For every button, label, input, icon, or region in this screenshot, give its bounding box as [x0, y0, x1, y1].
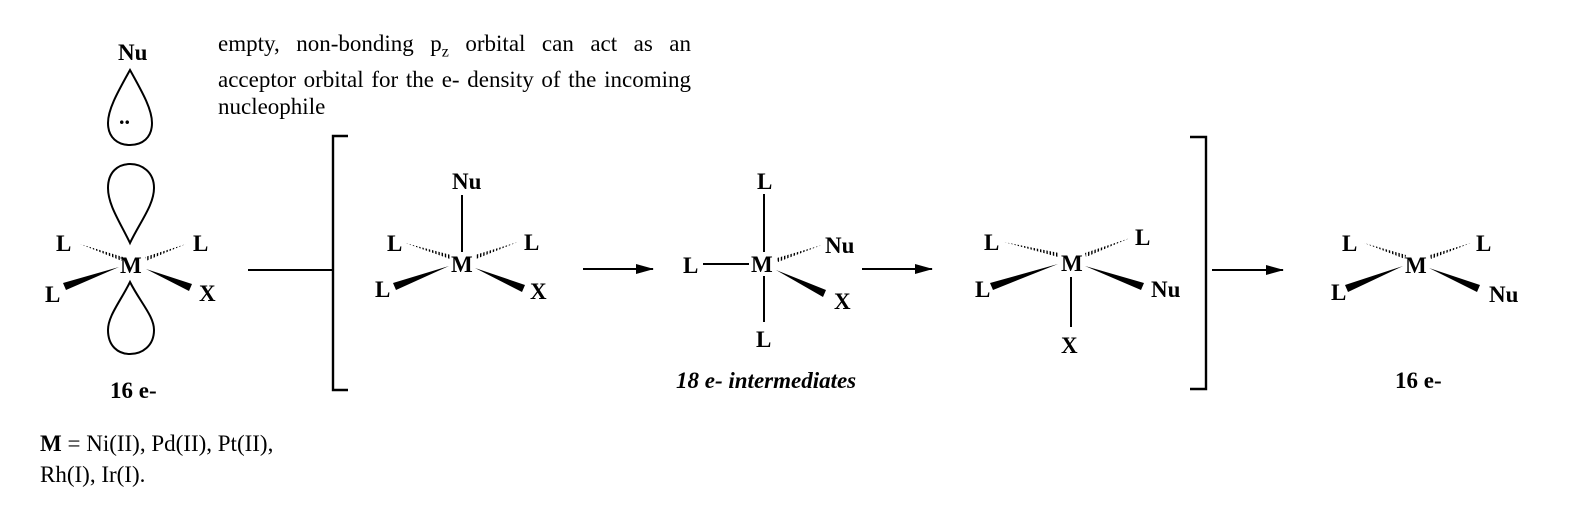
- ligand-label: L: [683, 253, 698, 278]
- equals-sign: =: [61, 431, 87, 456]
- ligand-label: L: [1342, 231, 1357, 256]
- metal-center: M: [1405, 253, 1427, 278]
- pz-orbital-annotation: empty, non-bonding pz orbital can act as…: [218, 30, 691, 120]
- structure-nu-approach: Nu M L L L X: [375, 169, 547, 304]
- nucleophile-label: Nu: [118, 40, 148, 65]
- nucleophile-label: Nu: [1489, 282, 1519, 307]
- leaving-group-label: X: [834, 289, 851, 314]
- annotation-subscript: z: [441, 43, 449, 61]
- ligand-label: L: [757, 169, 772, 194]
- intermediates-label: 18 e- intermediates: [676, 368, 856, 393]
- bracket-right: [1190, 135, 1208, 391]
- metal-symbol: M: [40, 431, 62, 456]
- structure-trigonal-bipyramid: L M L Nu X L 18 e- intermediates: [676, 169, 856, 393]
- ligand-label: L: [387, 231, 402, 256]
- nucleophile-lobe: [106, 67, 154, 147]
- pz-orbital-lower-lobe: [106, 279, 156, 356]
- metal-center: M: [120, 253, 142, 278]
- wedge-bond: [776, 270, 826, 297]
- leaving-group-label: X: [1061, 333, 1078, 358]
- structure-product: M L L L Nu 16 e-: [1331, 231, 1519, 393]
- bracket-left: [331, 134, 348, 392]
- wedge-bond: [393, 266, 449, 290]
- wedge-bond: [1429, 268, 1480, 292]
- leaving-group-label: X: [199, 281, 216, 306]
- hashed-bond: [475, 242, 518, 259]
- ligand-label: L: [56, 231, 71, 256]
- ligand-label: L: [45, 282, 60, 307]
- hashed-bond: [777, 245, 822, 262]
- nucleophile-label: Nu: [825, 233, 855, 258]
- metal-center: M: [1061, 251, 1083, 276]
- annotation-text: empty, non-bonding p: [218, 31, 442, 56]
- lone-pair: ..: [119, 104, 130, 129]
- structure-start: Nu .. M L L L X 16 e-: [45, 40, 216, 403]
- hashed-bond: [1364, 243, 1406, 259]
- electron-count-end: 16 e-: [1395, 368, 1442, 393]
- hashed-bond: [80, 244, 123, 261]
- wedge-bond: [63, 267, 119, 290]
- hashed-bond: [145, 244, 186, 261]
- electron-count-start: 16 e-: [110, 378, 157, 403]
- wedge-bond: [1085, 266, 1144, 290]
- wedge-bond: [475, 268, 525, 292]
- metal-list: M = Ni(II), Pd(II), Pt(II), Rh(I), Ir(I)…: [40, 428, 280, 490]
- ligand-label: L: [375, 277, 390, 302]
- annotation-text: orbital can act as an acceptor orbital f…: [218, 31, 691, 119]
- hashed-bond: [1430, 243, 1471, 259]
- hashed-bond: [405, 243, 451, 259]
- hashed-bond: [1085, 238, 1130, 257]
- ligand-label: L: [975, 277, 990, 302]
- wedge-bond: [146, 269, 192, 291]
- ligand-label: L: [1331, 280, 1346, 305]
- leaving-group-label: X: [530, 279, 547, 304]
- ligand-label: L: [193, 231, 208, 256]
- wedge-bond: [1345, 266, 1403, 292]
- ligand-label: L: [1476, 231, 1491, 256]
- metal-center: M: [451, 252, 473, 277]
- nucleophile-label: Nu: [1151, 277, 1181, 302]
- ligand-label: L: [524, 230, 539, 255]
- ligand-label: L: [984, 230, 999, 255]
- ligand-label: L: [756, 327, 771, 352]
- structure-x-departing: M L L L Nu X: [975, 225, 1181, 358]
- metal-examples: Ni(II), Pd(II), Pt(II), Rh(I), Ir(I).: [40, 431, 274, 487]
- pz-orbital-upper-lobe: [106, 162, 156, 246]
- ligand-label: L: [1135, 225, 1150, 250]
- metal-center: M: [751, 252, 773, 277]
- hashed-bond: [1004, 242, 1059, 257]
- nucleophile-label: Nu: [452, 169, 482, 194]
- wedge-bond: [990, 264, 1058, 290]
